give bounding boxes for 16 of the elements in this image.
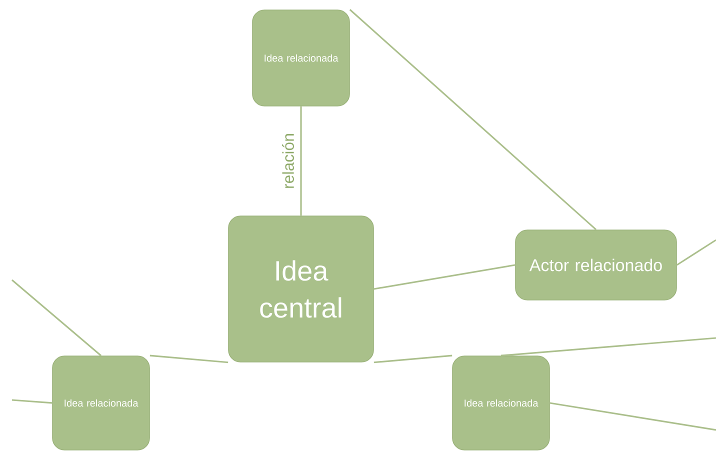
connector-line — [550, 402, 716, 431]
idea-box: Idea relacionada — [452, 356, 550, 450]
idea-box: Idea relacionada — [252, 10, 350, 106]
idea-box: Idea central — [228, 216, 374, 362]
connector-line — [12, 399, 52, 404]
connector-line — [300, 106, 302, 216]
connector-line — [349, 9, 597, 230]
connector-line — [374, 264, 516, 290]
idea-box: Idea relacionada — [52, 356, 150, 450]
edge-label: relación — [282, 134, 294, 188]
connector-line — [374, 354, 452, 364]
connector-line — [676, 239, 716, 266]
idea-box: Actor relacionado — [515, 230, 677, 300]
connector-line — [12, 279, 102, 356]
connector-line — [150, 354, 228, 364]
connector-line — [500, 337, 716, 356]
